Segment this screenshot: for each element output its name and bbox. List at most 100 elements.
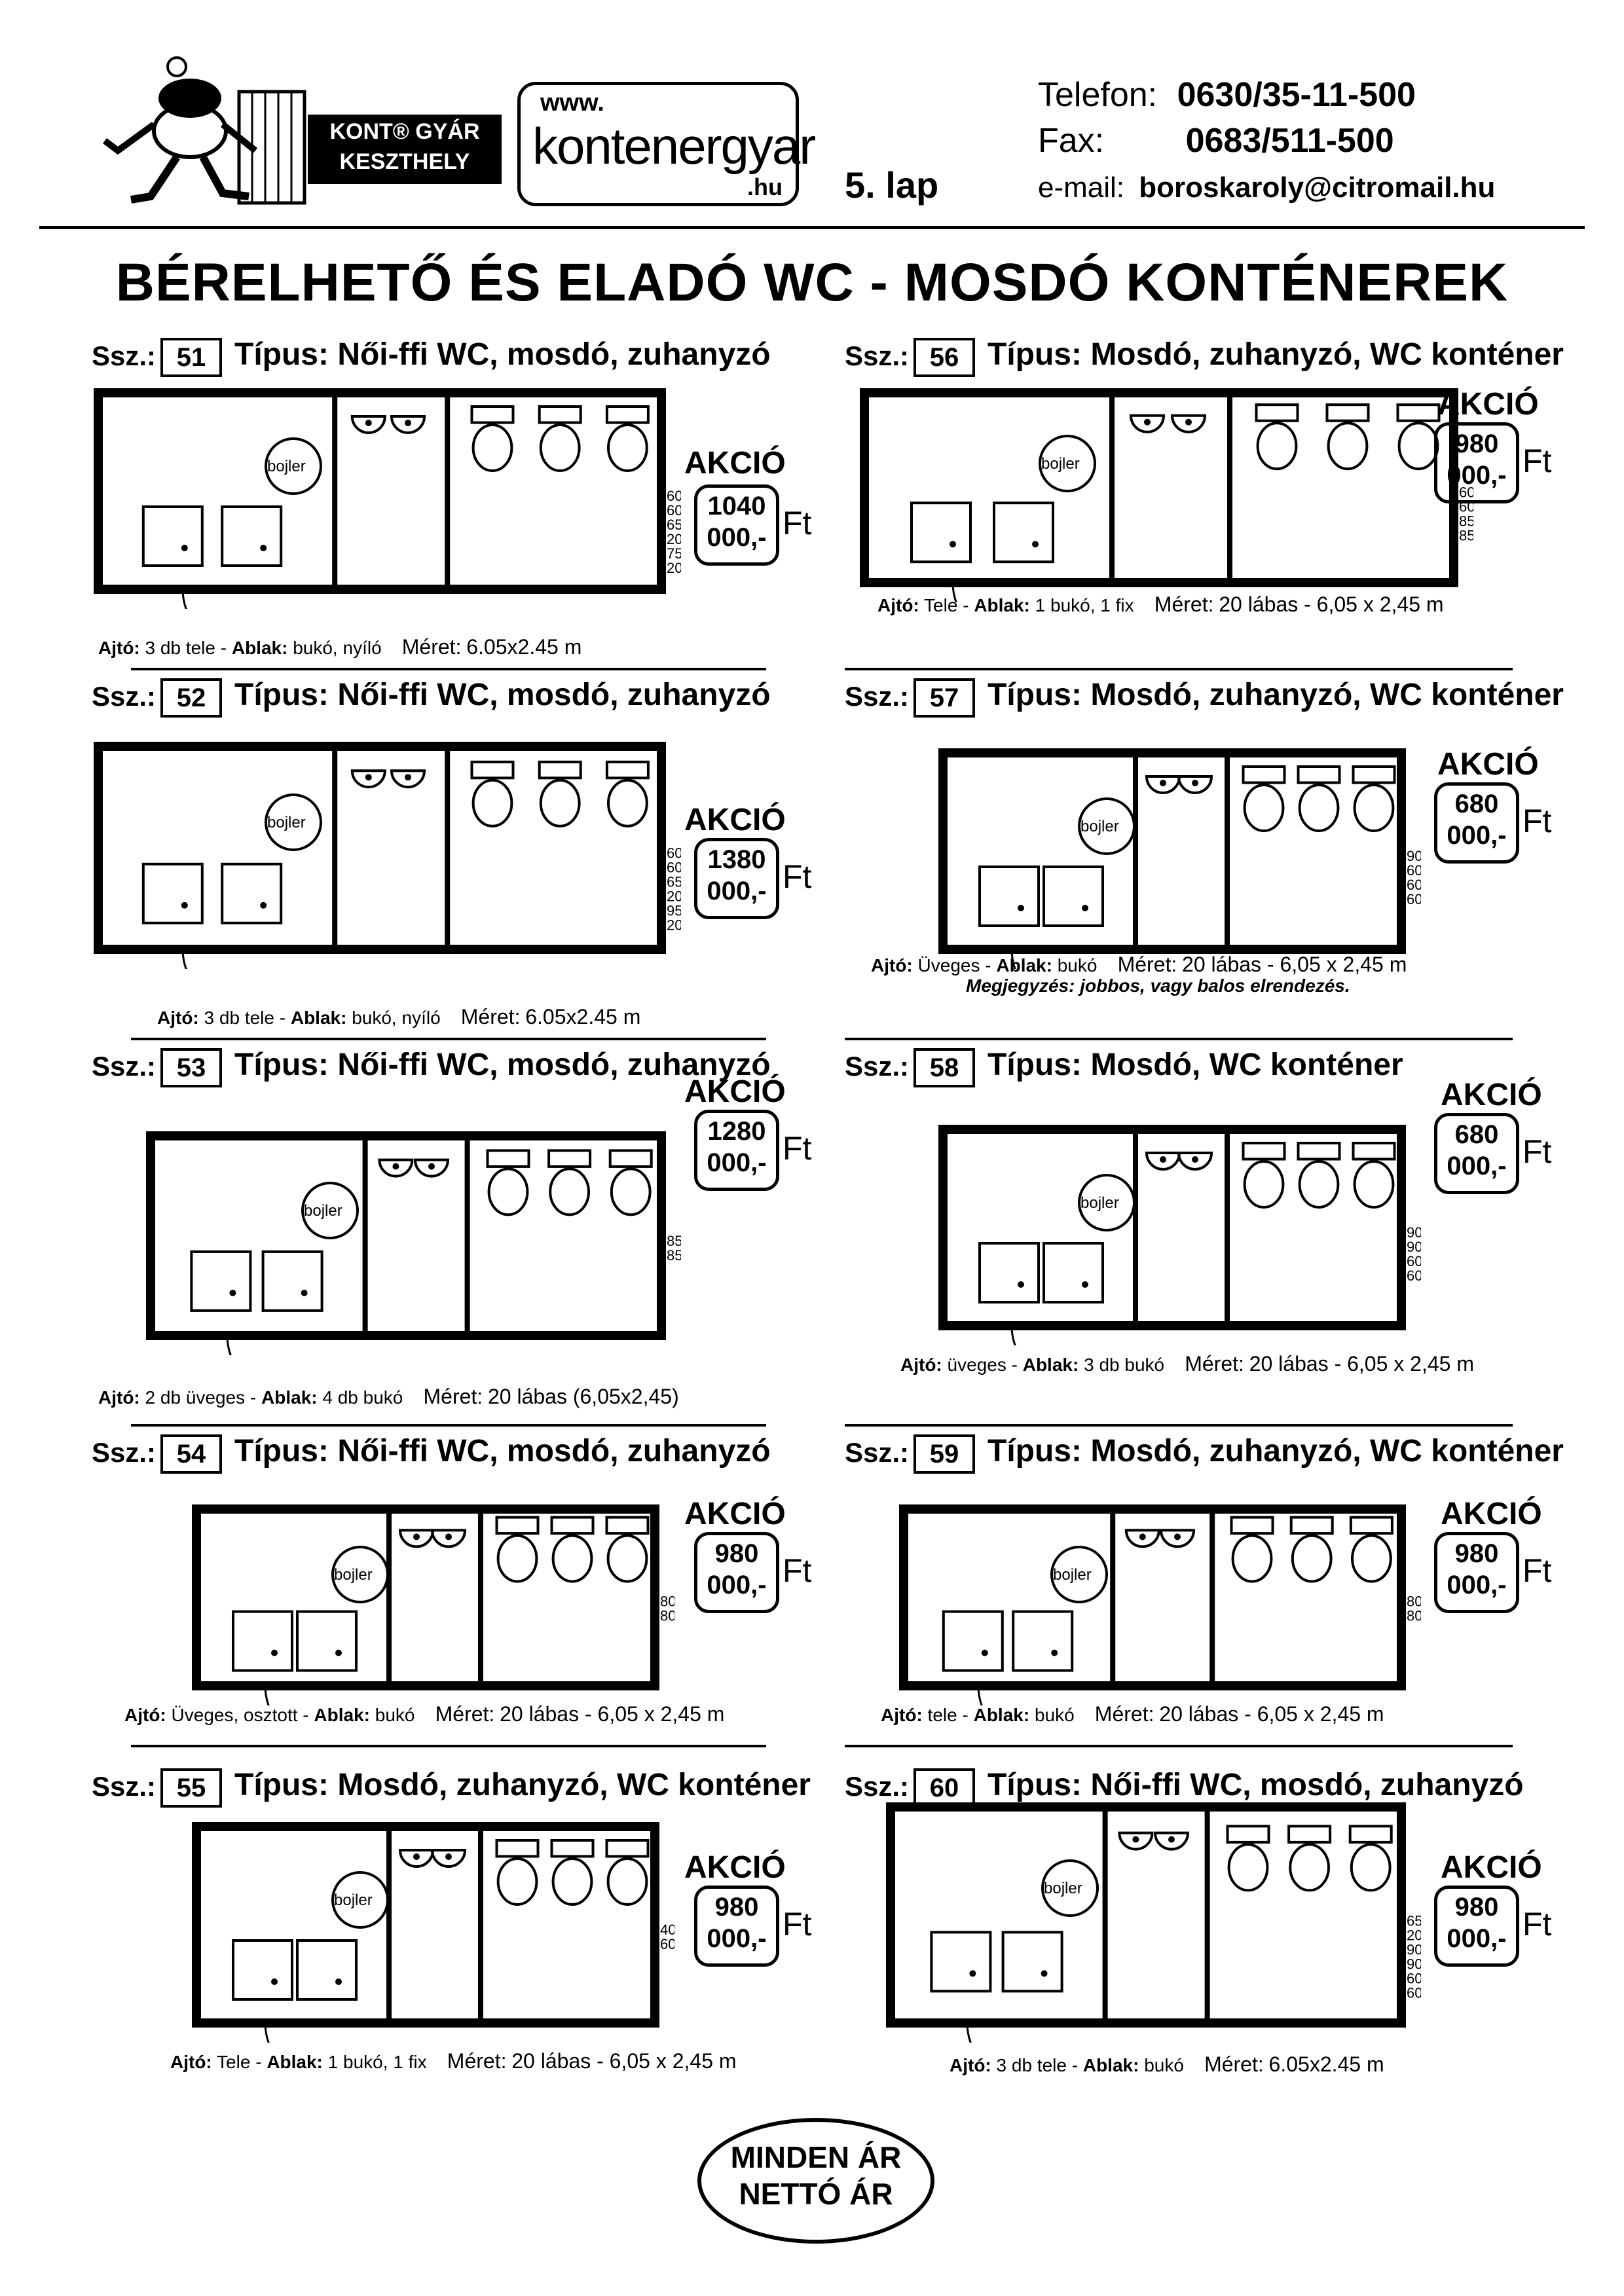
outer-wall [94, 742, 666, 954]
toilet-icon [538, 405, 582, 472]
ssz-label: Ssz.: [845, 1771, 910, 1802]
dimension-label: 60 [1459, 484, 1473, 501]
window-value: bukó, nyíló [352, 1008, 441, 1028]
item-number: 56 [913, 338, 975, 377]
akcio-label: AKCIÓ [684, 1850, 786, 1885]
toilet-icon [1287, 1825, 1332, 1892]
currency-label: Ft [1522, 1133, 1552, 1170]
bojler-label: bojler [267, 458, 306, 475]
email-line: e-mail: boroskaroly@citromail.hu [1038, 172, 1495, 204]
shower-icon [190, 1250, 252, 1312]
door-swing [977, 1685, 983, 1705]
window-value: bukó [1034, 1705, 1075, 1725]
container-type: Típus: Női-ffi WC, mosdó, zuhanyzó [234, 1433, 771, 1469]
shower-icon [141, 505, 204, 567]
size-label: Méret: [1204, 2052, 1264, 2076]
net-price-line2: NETTÓ ÁR [739, 2177, 893, 2211]
currency-label: Ft [783, 1552, 812, 1589]
separator [131, 1424, 766, 1427]
dimension-label: 90 [1407, 1224, 1421, 1241]
window-value: bukó [1057, 955, 1098, 975]
window-label: Ablak: [974, 595, 1030, 615]
door-value: Üveges [917, 955, 980, 975]
dimension-label: 90 [1407, 1942, 1421, 1958]
dimension-label: 60 [667, 502, 681, 519]
spec-separator: - [215, 638, 232, 658]
type-label: Típus: [987, 1434, 1091, 1468]
boiler-icon [1039, 435, 1096, 492]
dimension-label: 200 [667, 917, 681, 934]
price-suffix: 000,- [1447, 821, 1507, 850]
spec-separator: - [957, 595, 974, 615]
spec-gap [415, 1705, 435, 1725]
door-value: tele [927, 1705, 957, 1725]
container-type: Típus: Női-ffi WC, mosdó, zuhanyzó [234, 1047, 771, 1083]
toilet-icon [1396, 403, 1441, 471]
window-label: Ablak: [1022, 1355, 1079, 1375]
item-number: 58 [913, 1048, 975, 1087]
toilet-icon [470, 405, 515, 472]
size-label: Méret: [1117, 953, 1177, 976]
dimension-label: 85 [667, 1247, 681, 1264]
dimension-label: 40 [660, 1922, 674, 1938]
sink-icon [1145, 775, 1181, 794]
size-label: Méret: [447, 2049, 507, 2073]
price-value: 980 [1454, 429, 1499, 458]
sink-icon [350, 769, 386, 789]
ssz-label: Ssz.: [845, 1437, 910, 1468]
container-type: Típus: Mosdó, zuhanyzó, WC konténer [987, 337, 1564, 373]
bojler-label: bojler [1044, 1880, 1082, 1897]
toilet-icon [1226, 1825, 1270, 1892]
note-label: Megjegyzés: [966, 975, 1075, 996]
type-value: Női-ffi WC, mosdó, zuhanyzó [337, 678, 771, 712]
separator [131, 668, 766, 670]
toilet-icon [1325, 403, 1370, 471]
currency-label: Ft [783, 1906, 812, 1942]
dimension-label: 200 [667, 531, 681, 547]
window-value: bukó [375, 1705, 415, 1725]
boiler-icon [1078, 797, 1135, 855]
akcio-label: AKCIÓ [1441, 1497, 1542, 1531]
door-value: üveges [947, 1355, 1006, 1375]
spec-gap [1134, 595, 1154, 615]
bojler-label: bojler [334, 1566, 373, 1584]
window-label: Ablak: [261, 1387, 318, 1408]
akcio-label: AKCIÓ [1441, 1850, 1542, 1885]
currency-label: Ft [783, 858, 812, 895]
price-value: 980 [1454, 1539, 1499, 1568]
item-number: 51 [160, 338, 222, 377]
door-label: Ajtó: [157, 1008, 199, 1028]
toilet-icon [605, 405, 650, 472]
dimension-label: 80 [1407, 1608, 1421, 1624]
spec-line: Ajtó: 3 db tele - Ablak: bukó, nyíló Mér… [157, 1005, 640, 1029]
size-value: 6.05x2.45 m [466, 635, 582, 659]
bojler-label: bojler [1053, 1566, 1092, 1584]
price-value: 680 [1454, 790, 1499, 818]
page-title: BÉRELHETŐ ÉS ELADÓ WC - MOSDÓ KONTÉNEREK [115, 253, 1509, 312]
window-label: Ablak: [267, 2052, 323, 2072]
size-label: Méret: [1185, 1352, 1244, 1376]
size-label: Méret: [1154, 592, 1214, 616]
dimension-label: 200 [667, 888, 681, 905]
door-swing [264, 1685, 270, 1705]
window-value: 1 bukó, 1 fix [1035, 595, 1134, 615]
outer-wall [146, 1131, 666, 1340]
toilet-icon [605, 1839, 650, 1906]
toilet-icon [1352, 1142, 1396, 1209]
size-value: 20 lábas - 6,05 x 2,45 m [1182, 953, 1407, 976]
separator [845, 1745, 1513, 1747]
boiler-icon [265, 793, 322, 851]
door-value: Üveges, osztott [171, 1705, 298, 1725]
size-label: Méret: [401, 635, 462, 659]
akcio-label: AKCIÓ [684, 1497, 786, 1531]
container-type: Típus: Mosdó, zuhanyzó, WC konténer [987, 1433, 1564, 1469]
toilet-icon [605, 760, 650, 828]
dimension-label: 80 [660, 1594, 674, 1610]
